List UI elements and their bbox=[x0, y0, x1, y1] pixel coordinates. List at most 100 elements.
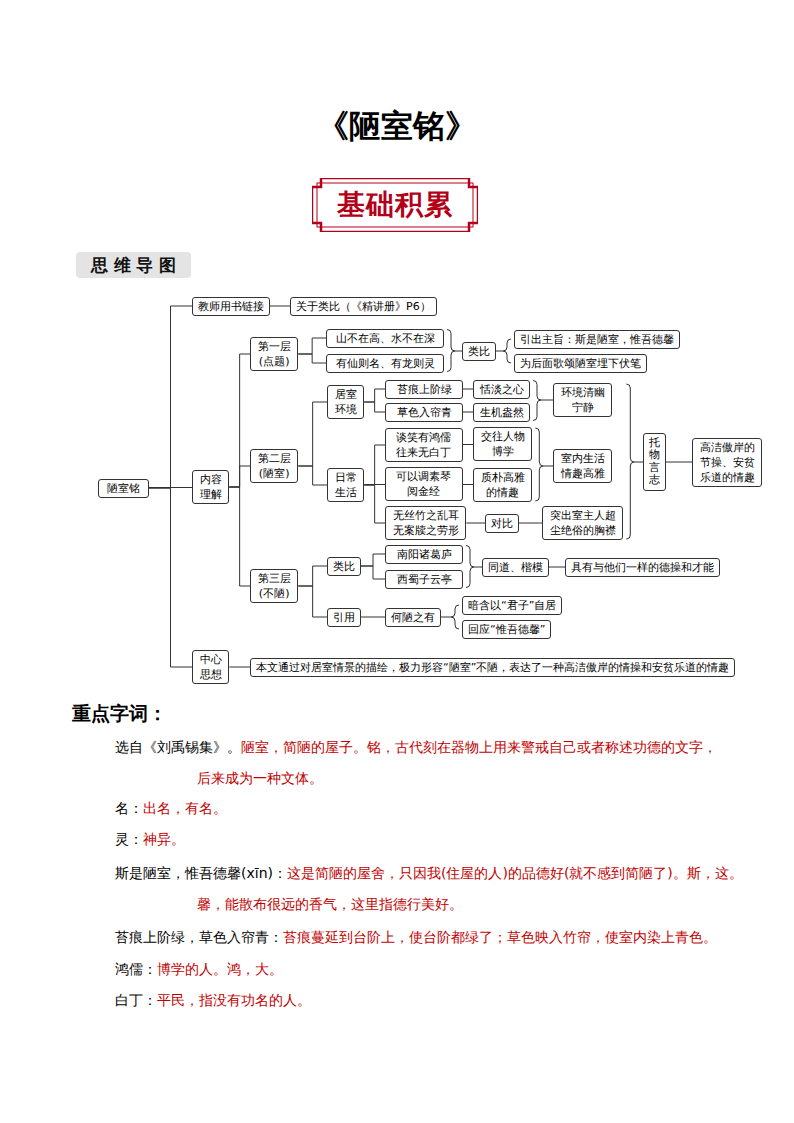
node-text: 基础积累 bbox=[337, 188, 453, 222]
quote-box: 无丝竹之乱耳 无案牍之劳形 bbox=[385, 506, 466, 540]
node-text: 南阳诸葛庐 bbox=[397, 547, 452, 562]
aspect-box: 居室 环境 bbox=[327, 385, 364, 419]
connector-line bbox=[549, 567, 565, 568]
text-line: 馨，能散布很远的香气，这里指德行美好。 bbox=[197, 894, 463, 914]
text-line: 名：出名，有名。 bbox=[115, 798, 227, 818]
layer-box: 第三层 (不陋) bbox=[250, 569, 298, 603]
theme-box: 高洁傲岸的 节操、安贫 乐道的情趣 bbox=[692, 438, 762, 487]
quote-box: 何陋之有 bbox=[385, 608, 441, 627]
method-box: 引用 bbox=[327, 608, 361, 627]
quote-box: 草色入帘青 bbox=[385, 403, 463, 422]
connector-line bbox=[298, 402, 327, 466]
method-box: 托物言志 bbox=[643, 433, 666, 490]
node-text: 谈笑有鸿儒 往来无白丁 bbox=[395, 430, 453, 460]
meaning-box: 回应“惟吾德馨” bbox=[462, 620, 551, 639]
effect-box: 为后面歌颂陋室埋下伏笔 bbox=[514, 354, 647, 373]
brace bbox=[466, 546, 474, 588]
branch-box: 中心 思想 bbox=[192, 650, 229, 684]
definition-text: 博学的人。鸿，大。 bbox=[157, 961, 283, 977]
connector-line bbox=[298, 338, 326, 354]
edge-group bbox=[149, 306, 692, 667]
quote-box: 有仙则名、有龙则灵 bbox=[326, 354, 444, 373]
node-text: 为后面歌颂陋室埋下伏笔 bbox=[520, 356, 641, 371]
connector-line bbox=[463, 484, 473, 485]
connector-line bbox=[229, 487, 250, 586]
meaning-box: 交往人物 博学 bbox=[473, 427, 532, 461]
meaning-box: 生机盎然 bbox=[473, 403, 530, 422]
node-text: 教师用书链接 bbox=[198, 299, 264, 314]
connector-line bbox=[666, 462, 692, 463]
summary-box: 突出室主人超 尘绝俗的胸襟 bbox=[542, 506, 623, 540]
connector-line bbox=[229, 667, 250, 668]
term-text: 斯是陋室，惟吾德馨(xīn)： bbox=[115, 865, 287, 881]
connector-line bbox=[298, 354, 326, 363]
definition-text: 馨，能散布很远的香气，这里指德行美好。 bbox=[197, 896, 463, 912]
quote-box: 西蜀子云亭 bbox=[385, 570, 463, 589]
connector-line bbox=[149, 306, 192, 488]
connector-line bbox=[361, 554, 385, 566]
meaning-box: 恬淡之心 bbox=[473, 380, 530, 399]
section-heading: 重点字词： bbox=[72, 702, 167, 724]
node-text: 居室 环境 bbox=[333, 387, 358, 417]
brace-group bbox=[441, 330, 643, 630]
node-text: 何陋之有 bbox=[391, 610, 435, 625]
brace bbox=[455, 351, 462, 352]
brace bbox=[626, 384, 634, 539]
node-text: 第一层 (点题) bbox=[256, 339, 292, 369]
summary-box: 室内生活 情趣高雅 bbox=[553, 449, 612, 483]
quote-box: 苔痕上阶绿 bbox=[385, 380, 463, 399]
node-text: 同道、楷模 bbox=[488, 560, 543, 575]
connector-line bbox=[364, 485, 385, 523]
aspect-box: 日常 生活 bbox=[327, 468, 364, 502]
connector-line bbox=[463, 389, 473, 390]
connector-line bbox=[298, 586, 327, 617]
node-text: 生机盎然 bbox=[480, 405, 524, 420]
definition-text: 陋室，简陋的屋子。铭，古代刻在器物上用来警戒自己或者称述功德的文字， bbox=[241, 739, 717, 755]
text-line: 后来成为一种文体。 bbox=[197, 768, 323, 788]
node-text: 本文通过对居室情景的描绘，极力形容“陋室”不陋，表达了一种高洁傲岸的情操和安贫乐… bbox=[256, 660, 729, 675]
node-text: 西蜀子云亭 bbox=[397, 572, 452, 587]
brace bbox=[543, 466, 553, 467]
brace bbox=[441, 617, 451, 618]
brace bbox=[451, 605, 459, 629]
text-line: 斯是陋室，惟吾德馨(xīn)：这是简陋的屋舍，只因我(住屋的人)的品德好(就不感… bbox=[115, 863, 743, 883]
brace bbox=[634, 462, 643, 463]
page-title: 《陋室铭》 bbox=[0, 106, 794, 146]
node-text: 山不在高、水不在深 bbox=[336, 331, 435, 346]
root-node: 陋室铭 bbox=[98, 479, 149, 498]
text-line: 灵：神异。 bbox=[115, 829, 185, 849]
definition-text: 出名，有名。 bbox=[143, 800, 227, 816]
connector-line bbox=[364, 445, 385, 485]
node-text: 交往人物 博学 bbox=[479, 429, 526, 459]
node-text: 室内生活 情趣高雅 bbox=[559, 451, 606, 481]
text-line: 选自《刘禹锡集》。陋室，简陋的屋子。铭，古代刻在器物上用来警戒自己或者称述功德的… bbox=[115, 737, 717, 757]
brace bbox=[535, 428, 543, 501]
node-text: 无丝竹之乱耳 无案牍之劳形 bbox=[391, 508, 460, 538]
text-line: 白丁：平民，指没有功名的人。 bbox=[115, 990, 311, 1010]
node-text: 托物言志 bbox=[649, 437, 660, 485]
definition-text: 这是简陋的屋舍，只因我(住屋的人)的品德好(就不感到简陋了)。斯，这。 bbox=[287, 865, 743, 881]
node-text: 关于类比（《精讲册》P6） bbox=[296, 299, 431, 314]
meaning-box: 具有与他们一样的德操和才能 bbox=[565, 558, 720, 577]
connector-line bbox=[229, 466, 250, 487]
quote-box: 南阳诸葛庐 bbox=[385, 545, 463, 564]
quote-box: 谈笑有鸿儒 往来无白丁 bbox=[385, 428, 463, 462]
section-banner: 基础积累 bbox=[312, 178, 478, 232]
term-text: 名： bbox=[115, 800, 143, 816]
node-text: 回应“惟吾德馨” bbox=[468, 622, 545, 637]
banner-inner-line bbox=[317, 183, 473, 227]
term-text: 苔痕上阶绿，草色入帘青： bbox=[115, 929, 283, 945]
connector-line bbox=[270, 306, 290, 307]
quote-box: 可以调素琴 阅金经 bbox=[385, 467, 463, 501]
node-text: 内容 理解 bbox=[198, 472, 223, 502]
node-text: 暗含以“君子”自居 bbox=[468, 598, 556, 613]
node-text: 草色入帘青 bbox=[397, 405, 452, 420]
definition-text: 苔痕蔓延到台阶上，使台阶都绿了；草色映入竹帘，使室内染上青色。 bbox=[283, 929, 717, 945]
connector-line bbox=[364, 402, 385, 412]
brace bbox=[541, 400, 553, 401]
connector-line bbox=[361, 617, 385, 618]
summary-box: 本文通过对居室情景的描绘，极力形容“陋室”不陋，表达了一种高洁傲岸的情操和安贫乐… bbox=[250, 658, 735, 677]
term-text: 选自《刘禹锡集》。 bbox=[115, 739, 241, 755]
connector-line bbox=[463, 444, 473, 445]
